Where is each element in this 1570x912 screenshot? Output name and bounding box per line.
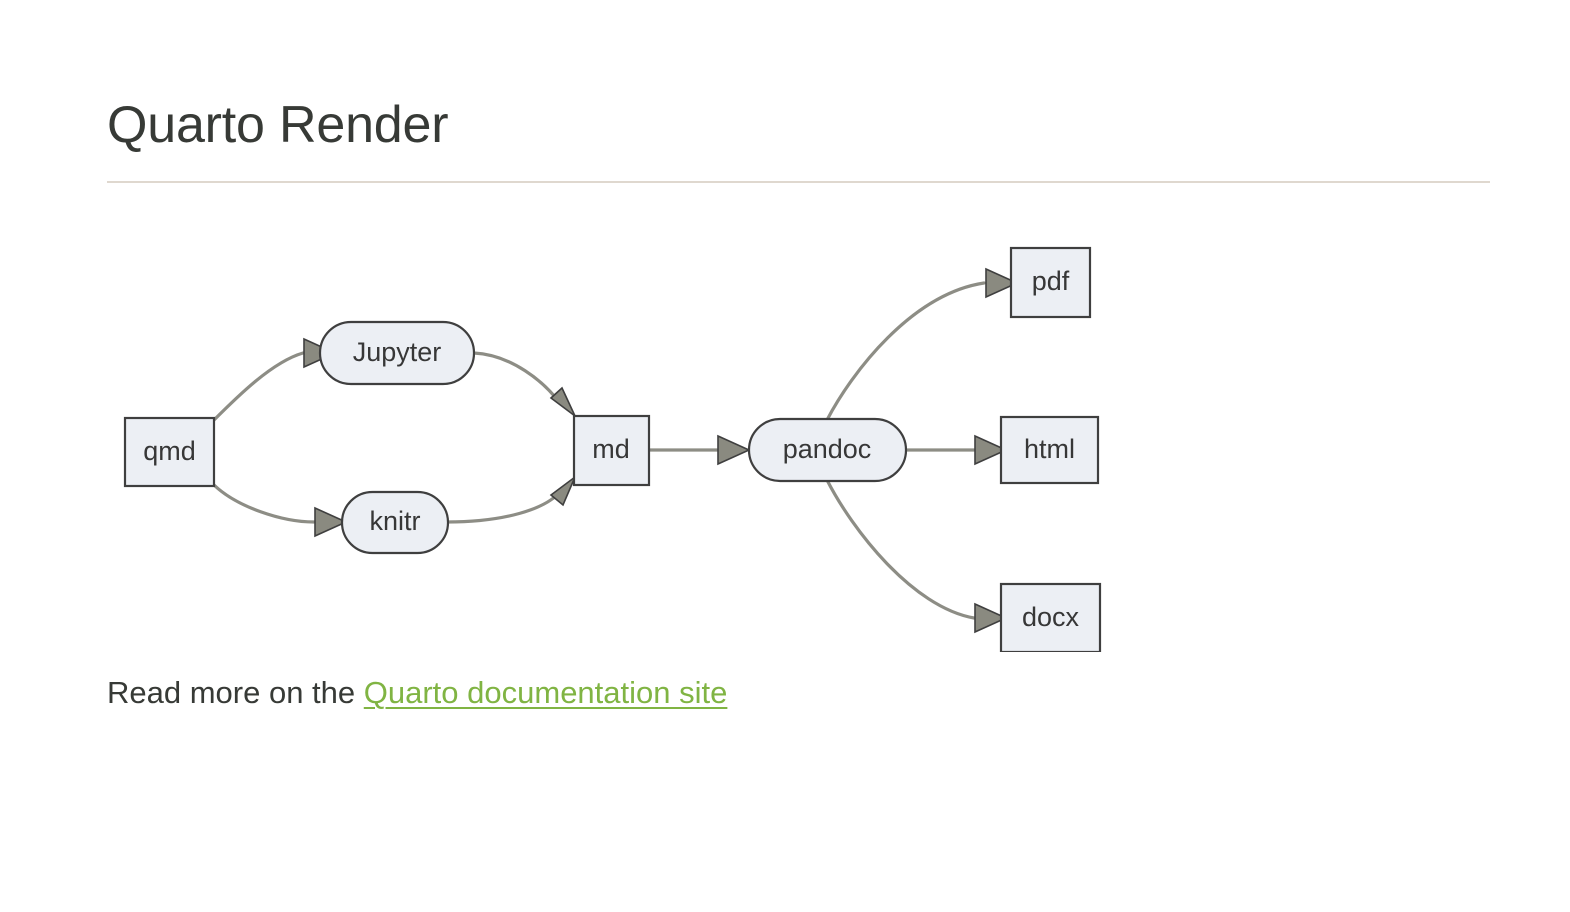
arrowhead-knitr-in: [314, 506, 348, 538]
node-docx-shape: [999, 582, 1102, 652]
arrowhead-pdf-in: [985, 267, 1019, 299]
edge-qmd-to-knitr: [212, 483, 316, 524]
arrowhead-html-in: [974, 434, 1008, 466]
read-more-paragraph: Read more on the Quarto documentation si…: [107, 671, 727, 714]
node-knitr-shape: [340, 490, 450, 555]
node-pdf-shape: [1009, 246, 1092, 319]
flowchart-svg: qmd Jupyter knitr md pandoc: [123, 246, 1102, 652]
node-docx-label: docx: [1022, 602, 1080, 632]
node-html-shape: [999, 415, 1100, 485]
edge-knitr-to-md: [445, 490, 562, 524]
edge-pandoc-to-pdf: [825, 281, 986, 422]
node-md-shape: [572, 414, 651, 487]
node-html-label: html: [1024, 434, 1075, 464]
node-docx[interactable]: docx: [999, 582, 1102, 652]
node-knitr[interactable]: knitr: [340, 490, 450, 555]
node-md-label: md: [592, 434, 630, 464]
node-html[interactable]: html: [999, 415, 1100, 485]
node-qmd-label: qmd: [143, 436, 196, 466]
arrowhead-md-in-bottom: [549, 474, 577, 507]
arrowhead-md-in-top: [549, 386, 576, 417]
edge-jupyter-to-md: [472, 351, 561, 404]
node-knitr-label: knitr: [369, 506, 420, 536]
node-jupyter-label: Jupyter: [353, 337, 442, 367]
title-divider: [107, 181, 1490, 184]
arrowhead-pandoc-in: [717, 434, 751, 466]
node-pdf-label: pdf: [1032, 266, 1070, 296]
node-jupyter[interactable]: Jupyter: [318, 320, 476, 386]
node-md[interactable]: md: [572, 414, 651, 487]
node-pdf[interactable]: pdf: [1009, 246, 1092, 319]
node-jupyter-shape: [318, 320, 476, 386]
node-qmd[interactable]: qmd: [123, 416, 216, 488]
page-title: Quarto Render: [107, 96, 449, 154]
node-pandoc-label: pandoc: [783, 434, 872, 464]
read-more-lead-text: Read more on the: [107, 675, 364, 710]
edge-pandoc-to-docx: [825, 478, 976, 620]
node-pandoc[interactable]: pandoc: [747, 417, 908, 483]
node-qmd-shape: [123, 416, 216, 488]
arrowhead-docx-in: [974, 602, 1008, 634]
edge-qmd-to-jupyter: [212, 351, 305, 422]
quarto-documentation-link[interactable]: Quarto documentation site: [363, 675, 728, 710]
quarto-render-flowchart: qmd Jupyter knitr md pandoc: [107, 222, 1137, 652]
title-block: Quarto Render: [107, 96, 1490, 184]
node-pandoc-shape: [747, 417, 908, 483]
